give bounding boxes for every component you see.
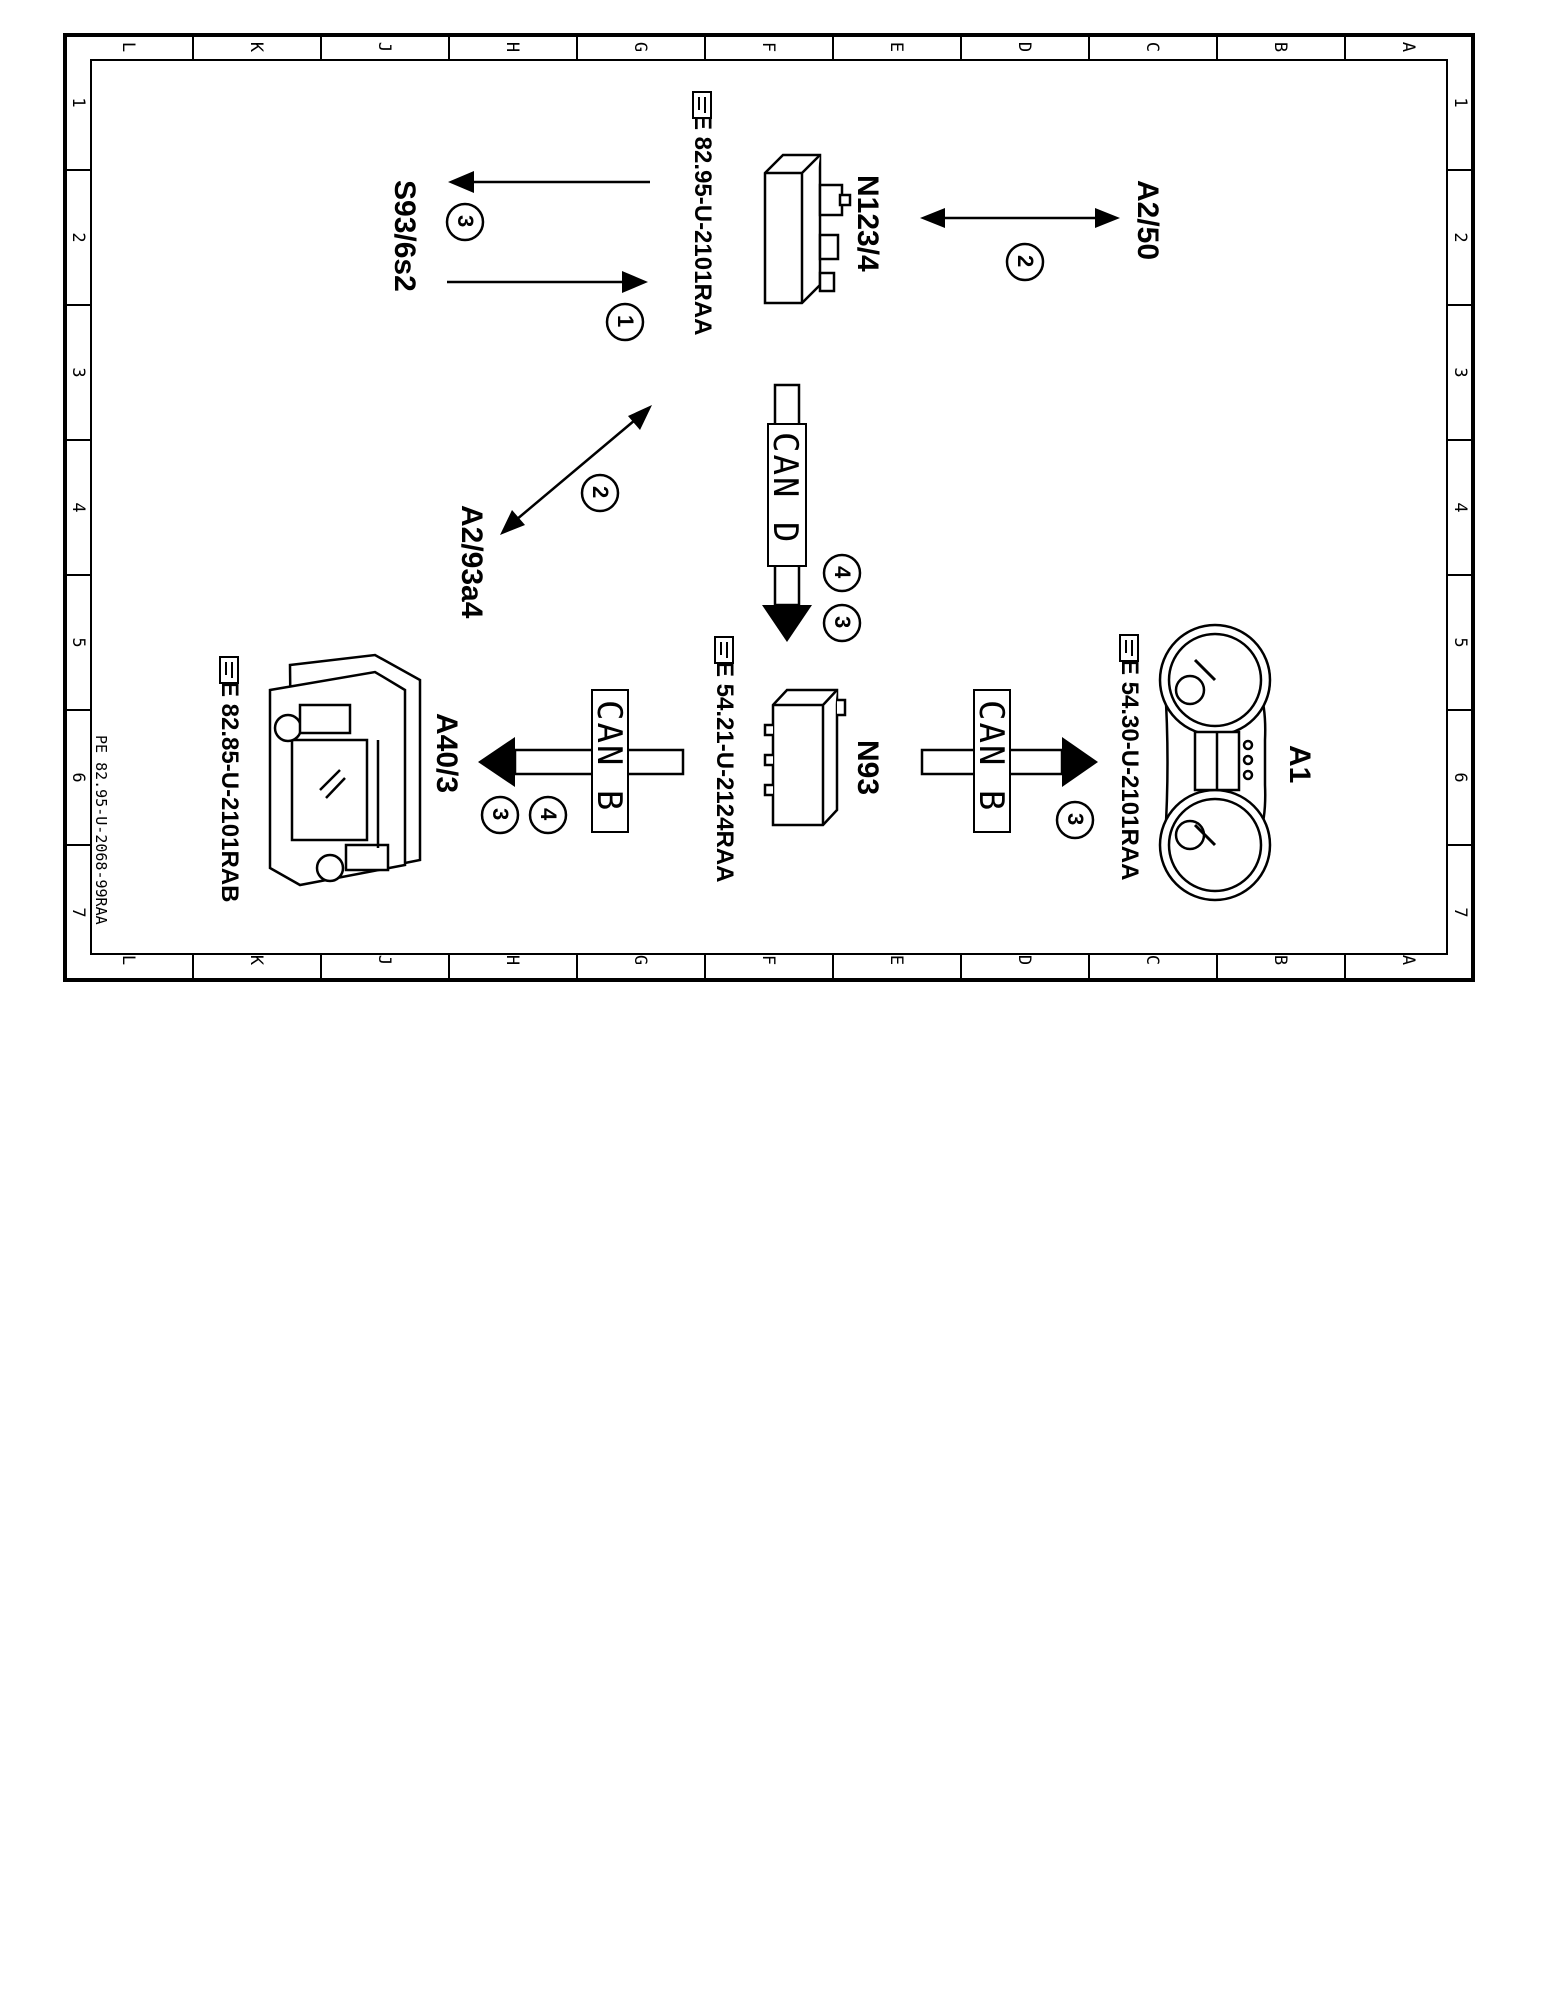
n123-4-module-drawing	[763, 153, 852, 305]
svg-text:1: 1	[613, 315, 638, 327]
grid-column-label: F	[758, 955, 778, 965]
grid-column-label: B	[1270, 42, 1290, 52]
step-marker: 3	[480, 795, 520, 835]
grid-row-label: 5	[1450, 637, 1470, 647]
a1-reference: PE 54.30-U-2101RAA	[1116, 643, 1143, 880]
grid-column-label: K	[246, 42, 266, 53]
grid-column-label: L	[118, 42, 138, 52]
svg-text:3: 3	[453, 215, 478, 227]
grid-column-label: A	[1398, 42, 1418, 52]
n123-4-label: N123/4	[851, 175, 884, 272]
hand-pointer-icon	[714, 636, 734, 664]
s93-6s2-input-arrow	[447, 271, 648, 293]
svg-text:4: 4	[830, 566, 855, 579]
hand-pointer-icon	[1119, 634, 1139, 662]
grid-column-label: L	[118, 955, 138, 965]
grid-column-label: E	[886, 955, 906, 965]
grid-column-label: J	[374, 955, 394, 965]
grid-row-label: 7	[68, 907, 88, 917]
a2-93a4-label: A2/93a4	[455, 505, 488, 619]
grid-column-label: A	[1398, 955, 1418, 965]
grid-row-label: 4	[1450, 502, 1470, 512]
can-b-right-label: CAN B	[971, 700, 1011, 812]
a40-3-display-unit-drawing	[268, 653, 422, 887]
step-marker: 3	[445, 202, 485, 242]
a1-label: A1	[1283, 745, 1316, 783]
s93-6s2-label: S93/6s2	[388, 180, 421, 292]
grid-row-label: 3	[68, 367, 88, 377]
n93-reference: PE 54.21-U-2124RAA	[711, 645, 738, 882]
svg-text:4: 4	[536, 808, 561, 821]
grid-row-label: 6	[68, 772, 88, 782]
step-marker: 4	[528, 795, 568, 835]
grid-row-label: 6	[1450, 772, 1470, 782]
grid-row-label: 5	[68, 637, 88, 647]
step-marker: 1	[605, 302, 645, 342]
svg-text:2: 2	[1013, 255, 1038, 267]
svg-text:3: 3	[488, 808, 513, 820]
hand-pointer-icon	[219, 656, 239, 684]
step-marker: 2	[580, 473, 620, 513]
grid-column-label: G	[630, 955, 650, 965]
drawing-code: PE 82.95-U-2068-99RAA	[92, 735, 110, 925]
grid-row-label: 3	[1450, 367, 1470, 377]
a1-instrument-cluster-drawing	[1158, 623, 1272, 902]
grid-column-label: D	[1014, 955, 1034, 965]
step-marker: 3	[822, 603, 862, 643]
a40-3-reference: PE 82.85-U-2101RAB	[216, 665, 243, 902]
grid-row-label: 2	[68, 232, 88, 242]
can-b-left-label: CAN B	[589, 700, 629, 812]
n93-module-drawing	[763, 688, 847, 827]
grid-column-label: G	[630, 42, 650, 52]
s93-6s2-output-arrow	[448, 171, 650, 193]
a2-50-label: A2/50	[1131, 180, 1164, 260]
grid-row-label: 1	[1450, 97, 1470, 107]
grid-row-label: 7	[1450, 907, 1470, 917]
grid-column-label: H	[502, 955, 522, 965]
grid-column-label: B	[1270, 955, 1290, 965]
hand-pointer-icon	[692, 91, 712, 119]
grid-column-label: C	[1142, 955, 1162, 965]
step-marker: 3	[1055, 800, 1095, 840]
grid-column-label: D	[1014, 42, 1034, 52]
grid-row-label: 4	[68, 502, 88, 512]
grid-row-label: 1	[68, 97, 88, 107]
grid-column-label: F	[758, 42, 778, 52]
svg-text:3: 3	[830, 616, 855, 628]
a2-50-bidirectional-arrow	[920, 208, 1120, 228]
step-marker: 2	[1005, 242, 1045, 282]
a40-3-label: A40/3	[430, 713, 463, 793]
step-marker: 4	[822, 553, 862, 593]
grid-column-label: C	[1142, 42, 1162, 52]
grid-row-label: 2	[1450, 232, 1470, 242]
svg-text:3: 3	[1063, 813, 1088, 825]
grid-column-label: E	[886, 42, 906, 52]
grid-column-label: K	[246, 955, 266, 966]
can-d-label: CAN D	[765, 432, 805, 544]
border-grid	[65, 35, 1473, 980]
grid-column-label: J	[374, 42, 394, 52]
sheet-frame	[63, 33, 1475, 982]
n123-4-reference: PE 82.95-U-2101RAA	[689, 98, 716, 335]
grid-column-label: H	[502, 42, 522, 52]
can-d-bus-arrow	[762, 383, 812, 642]
n93-label: N93	[851, 740, 884, 795]
can-b-left-bus-arrow	[478, 689, 685, 833]
a2-93a4-bidirectional-arrow	[500, 405, 652, 535]
svg-text:2: 2	[588, 486, 613, 498]
can-b-right-bus-arrow	[920, 689, 1098, 833]
